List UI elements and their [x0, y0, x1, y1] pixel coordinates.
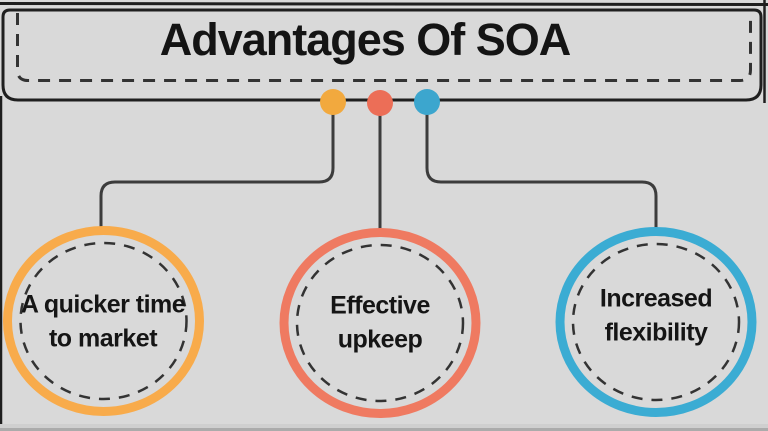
connector-right: [425, 102, 658, 234]
ring-effective-upkeep: [279, 228, 481, 418]
dashed-ring-quicker-time-to-market: [19, 241, 188, 401]
page-title: Advantages Of SOA: [159, 14, 572, 65]
node-label-line: Increased: [599, 284, 713, 313]
node-label-line: to market: [48, 324, 158, 352]
dot-quicker-time-to-market: [320, 89, 346, 115]
title-box-border: [1, 8, 763, 102]
dashed-ring-increased-flexibility: [571, 242, 741, 402]
node-label-increased-flexibility: Increased flexibility: [599, 282, 713, 350]
frame-top-line: [0, 2, 768, 6]
connector-left: [99, 102, 335, 234]
node-label-line: upkeep: [337, 325, 423, 353]
ring-quicker-time-to-market: [3, 226, 204, 416]
node-label-effective-upkeep: Effective upkeep: [330, 289, 430, 357]
node-label-line: A quicker time: [20, 290, 186, 319]
node-label-line: Effective: [330, 291, 430, 320]
frame-bottom-band: [0, 424, 768, 428]
dot-increased-flexibility: [414, 89, 440, 115]
node-label-quicker-time-to-market: A quicker time to market: [20, 288, 186, 356]
title-box-dashed-border: [16, 13, 752, 82]
ring-increased-flexibility: [555, 227, 757, 417]
dot-effective-upkeep: [367, 90, 393, 116]
frame-bottom-edge: [0, 428, 768, 431]
node-label-line: flexibility: [604, 318, 708, 346]
dashed-ring-effective-upkeep: [295, 243, 465, 403]
